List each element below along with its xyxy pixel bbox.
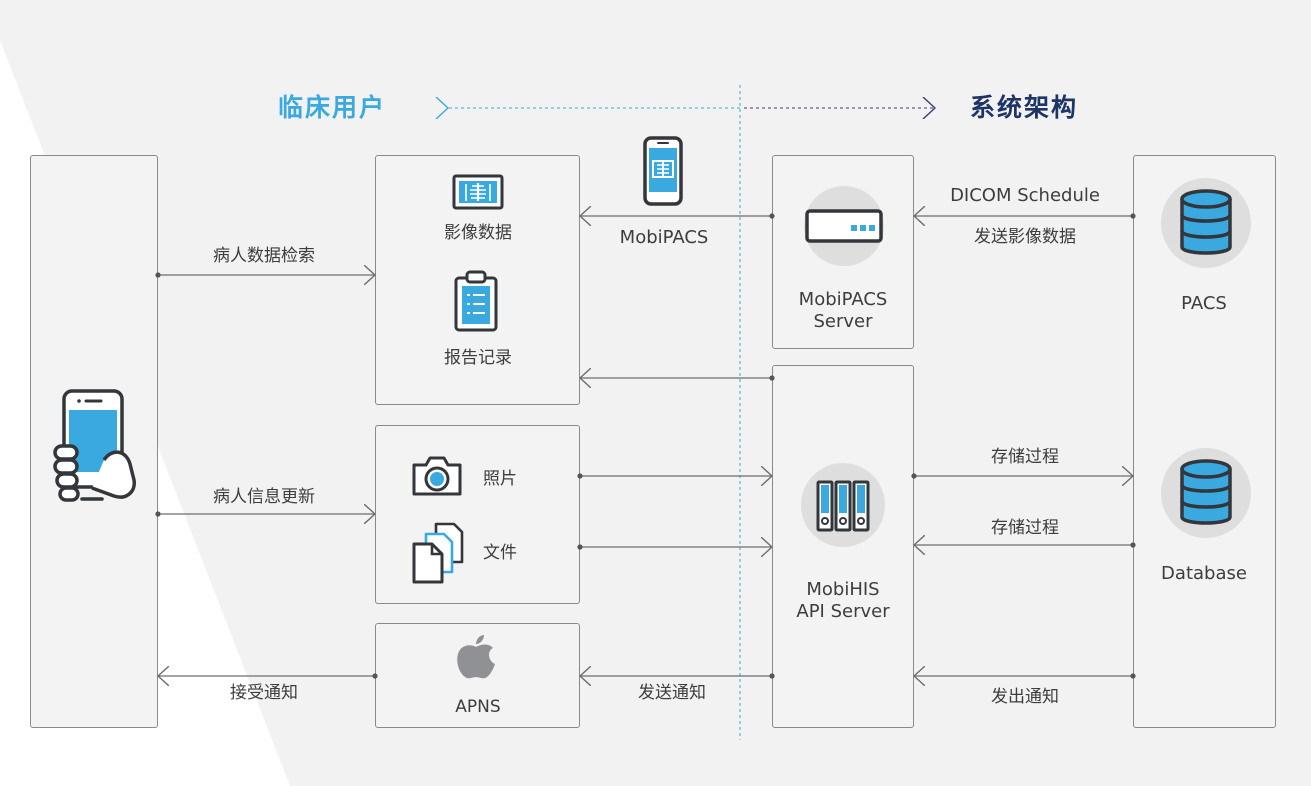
label-store-proc-2: 存储过程	[991, 518, 1059, 538]
documents-icon	[412, 522, 464, 584]
label-emit-notify: 发出通知	[991, 687, 1059, 707]
label-mobihis-server: MobiHIS API Server	[796, 579, 890, 622]
binders-icon	[801, 463, 885, 547]
label-photo: 照片	[483, 469, 517, 489]
label-patient-update: 病人信息更新	[213, 487, 315, 507]
label-mobipacs-server: MobiPACS Server	[798, 289, 888, 332]
apple-icon	[457, 635, 495, 679]
label-mobipacs-app: MobiPACS	[619, 227, 709, 248]
server-unit-icon	[804, 186, 884, 266]
clipboard-icon	[454, 270, 498, 332]
header-clinical-users: 临床用户	[278, 93, 387, 122]
label-database: Database	[1161, 563, 1247, 584]
camera-icon	[412, 456, 462, 496]
label-report-records: 报告记录	[444, 348, 512, 368]
label-receive-notify: 接受通知	[230, 683, 298, 703]
label-store-proc-1: 存储过程	[991, 447, 1059, 467]
label-file: 文件	[483, 543, 517, 563]
label-imaging-data: 影像数据	[444, 223, 512, 243]
label-dicom-schedule: DICOM Schedule	[950, 185, 1100, 206]
label-send-images: 发送影像数据	[974, 227, 1076, 247]
label-apns: APNS	[455, 697, 501, 717]
hand-phone-icon	[53, 389, 136, 502]
mobile-app-icon	[643, 136, 683, 206]
header-system-architecture: 系统架构	[970, 93, 1079, 122]
pacs-database-icon	[1161, 178, 1251, 268]
label-pacs: PACS	[1181, 293, 1227, 314]
label-patient-search: 病人数据检索	[213, 246, 315, 266]
xray-monitor-icon	[452, 174, 504, 210]
database-icon	[1161, 448, 1251, 538]
label-send-notify: 发送通知	[638, 683, 706, 703]
